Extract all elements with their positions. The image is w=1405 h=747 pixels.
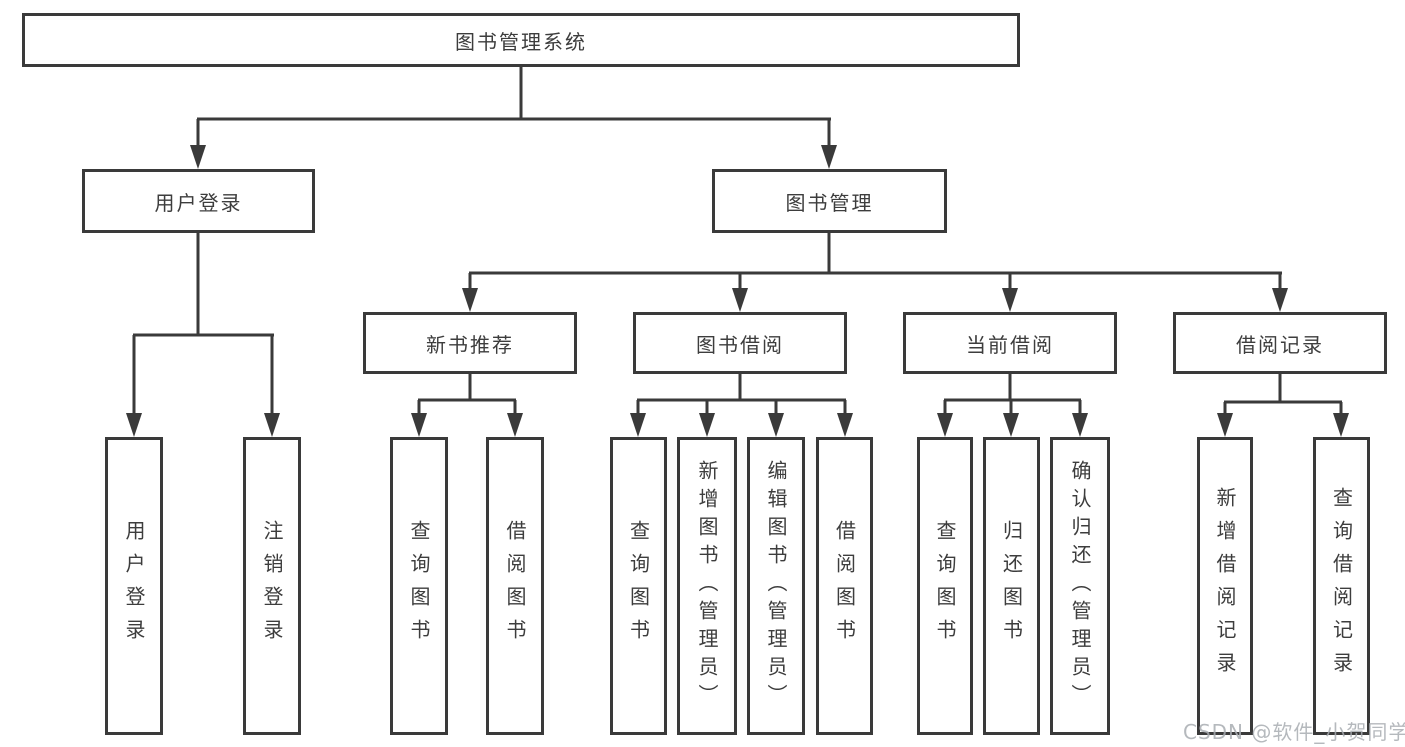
- node-book-borrowing: 图书借阅: [633, 312, 847, 374]
- leaf-edit-books-admin: 编辑图书（管理员）: [747, 437, 805, 735]
- leaf-query-books-recommend: 查询图书: [390, 437, 448, 735]
- csdn-watermark: CSDN @软件_小贺同学: [1183, 720, 1405, 744]
- node-new-book-recommend: 新书推荐: [363, 312, 577, 374]
- leaf-query-books-borrow: 查询图书: [610, 437, 667, 735]
- node-borrowing-records: 借阅记录: [1173, 312, 1387, 374]
- leaf-borrow-books-recommend: 借阅图书: [486, 437, 544, 735]
- leaf-confirm-return-admin: 确认归还（管理员）: [1050, 437, 1110, 735]
- leaf-return-books: 归还图书: [983, 437, 1040, 735]
- leaf-borrow-books: 借阅图书: [816, 437, 873, 735]
- leaf-add-borrow-record: 新增借阅记录: [1197, 437, 1253, 735]
- node-current-borrowing: 当前借阅: [903, 312, 1117, 374]
- leaf-add-books-admin: 新增图书（管理员）: [677, 437, 737, 735]
- leaf-user-login: 用户登录: [105, 437, 163, 735]
- leaf-query-books-current: 查询图书: [917, 437, 973, 735]
- leaf-logout: 注销登录: [243, 437, 301, 735]
- leaf-query-borrow-record: 查询借阅记录: [1313, 437, 1370, 735]
- node-root-library-system: 图书管理系统: [22, 13, 1020, 67]
- node-user-login: 用户登录: [82, 169, 315, 233]
- node-book-management: 图书管理: [712, 169, 947, 233]
